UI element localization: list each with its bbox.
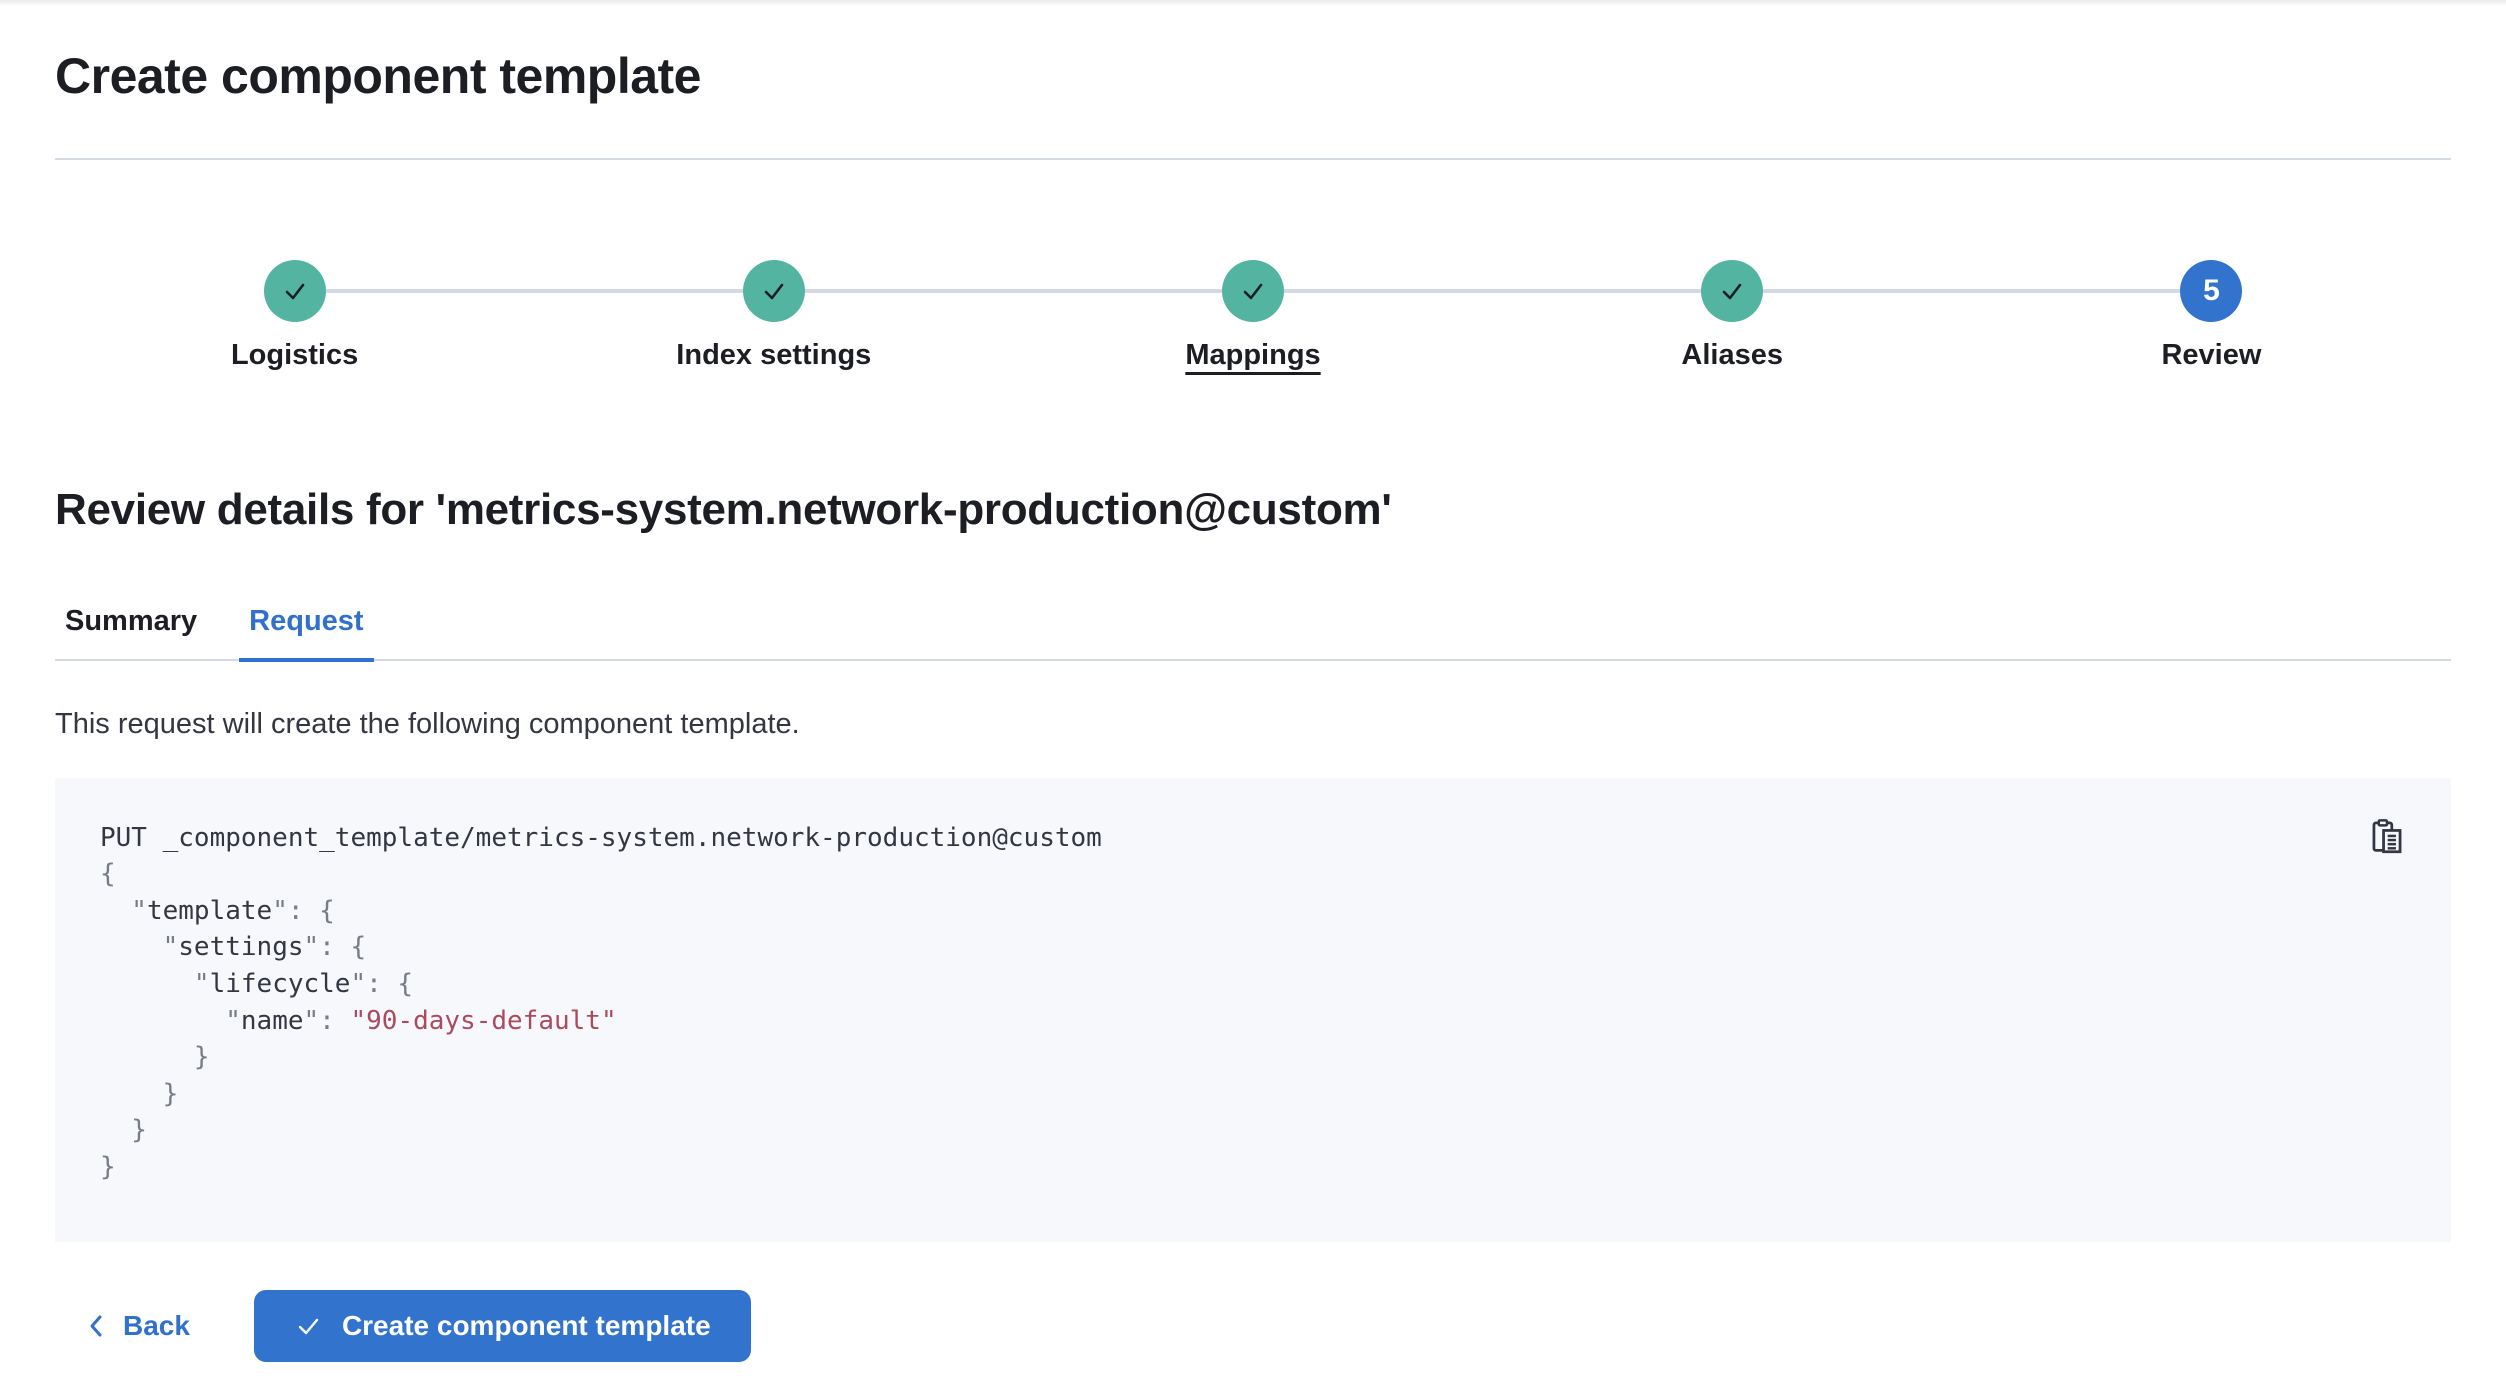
step-label: Logistics bbox=[230, 339, 359, 371]
title-divider bbox=[55, 158, 2451, 160]
code-line: { bbox=[100, 859, 116, 890]
check-icon bbox=[298, 1318, 319, 1334]
step-label: Mappings bbox=[1185, 339, 1321, 371]
step-track bbox=[55, 260, 535, 322]
step-track: 5 bbox=[1971, 260, 2451, 322]
step-label: Aliases bbox=[1681, 339, 1783, 371]
check-icon bbox=[1722, 283, 1742, 300]
step-connector bbox=[1492, 289, 1702, 293]
review-heading: Review details for 'metrics-system.netwo… bbox=[55, 485, 1392, 534]
step-label: Index settings bbox=[676, 339, 872, 371]
copy-button[interactable] bbox=[2361, 812, 2413, 864]
step-track bbox=[534, 260, 1014, 322]
check-icon bbox=[1243, 283, 1263, 300]
back-button[interactable]: Back bbox=[55, 1310, 190, 1342]
create-component-template-page: Create component template Logistics bbox=[0, 6, 2506, 1362]
request-description: This request will create the following c… bbox=[55, 707, 800, 740]
chevron-left-icon bbox=[90, 1315, 102, 1337]
step-mappings[interactable]: Mappings bbox=[1013, 260, 1493, 372]
code-line: } bbox=[100, 1042, 210, 1073]
request-code-block: PUT _component_template/metrics-system.n… bbox=[55, 777, 2451, 1242]
back-button-label: Back bbox=[123, 1309, 190, 1341]
stepper: Logistics Index settings bbox=[55, 260, 2451, 372]
step-connector bbox=[1971, 289, 2181, 293]
step-circle: 5 bbox=[2180, 260, 2243, 322]
code-line: "name": "90-days-default" bbox=[100, 1005, 617, 1036]
footer-actions: Back Create component template bbox=[55, 1289, 2451, 1362]
step-connector bbox=[1763, 289, 1972, 293]
step-track bbox=[1013, 260, 1493, 322]
page-title: Create component template bbox=[55, 48, 701, 104]
step-connector bbox=[55, 289, 264, 293]
step-connector bbox=[1013, 289, 1223, 293]
check-icon bbox=[285, 283, 304, 300]
code-line: "settings": { bbox=[100, 932, 367, 963]
step-circle bbox=[263, 260, 326, 322]
tab-summary[interactable]: Summary bbox=[65, 604, 198, 637]
create-button-label: Create component template bbox=[341, 1309, 711, 1341]
check-icon bbox=[764, 283, 784, 300]
create-component-template-button[interactable]: Create component template bbox=[253, 1289, 751, 1362]
step-number-badge: 5 bbox=[2203, 274, 2220, 307]
code-line: } bbox=[100, 1151, 116, 1182]
step-circle bbox=[1701, 260, 1764, 322]
step-connector bbox=[534, 289, 743, 293]
copy-clipboard-icon bbox=[2372, 818, 2402, 853]
step-connector bbox=[325, 289, 535, 293]
code-line: } bbox=[100, 1078, 179, 1109]
step-connector bbox=[1284, 289, 1493, 293]
step-circle bbox=[1222, 260, 1285, 322]
step-logistics[interactable]: Logistics bbox=[55, 260, 535, 372]
step-track bbox=[1492, 260, 1972, 322]
step-aliases[interactable]: Aliases bbox=[1492, 260, 1972, 372]
step-label: Review bbox=[2161, 339, 2262, 371]
code-content: PUT _component_template/metrics-system.n… bbox=[100, 820, 2406, 1186]
code-line: } bbox=[100, 1115, 147, 1146]
step-connector bbox=[804, 289, 1014, 293]
tab-request[interactable]: Request bbox=[239, 605, 374, 662]
step-connector bbox=[2242, 289, 2451, 293]
tabs: Summary Request bbox=[55, 604, 2451, 662]
code-line: "lifecycle": { bbox=[100, 968, 414, 999]
step-circle bbox=[742, 260, 805, 322]
code-line: PUT _component_template/metrics-system.n… bbox=[100, 822, 1102, 853]
step-review[interactable]: 5 Review bbox=[1971, 260, 2451, 372]
step-index-settings[interactable]: Index settings bbox=[534, 260, 1014, 372]
code-line: "template": { bbox=[100, 895, 335, 926]
window-top-edge bbox=[0, 0, 2506, 6]
